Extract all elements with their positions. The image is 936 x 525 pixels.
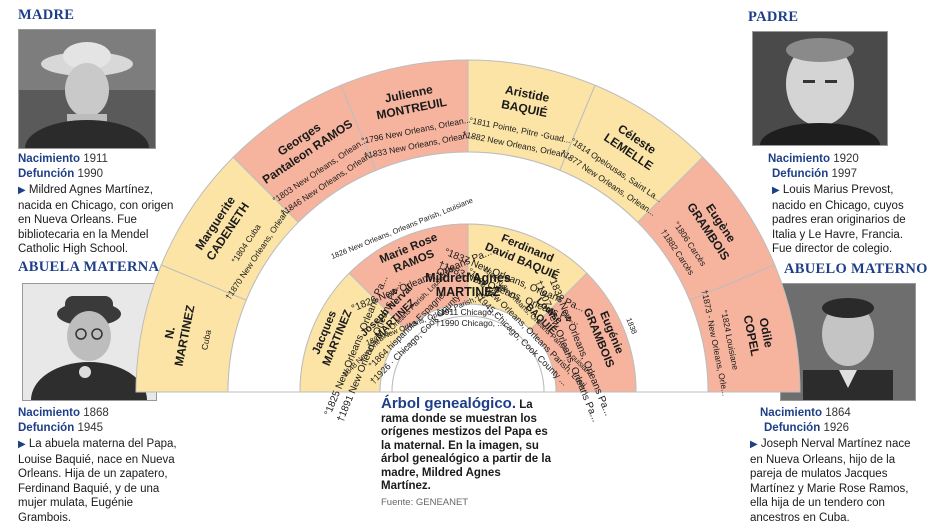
- madre-death-year: 1990: [77, 167, 104, 180]
- bullet-triangle-icon: ▶: [18, 439, 26, 450]
- padre-birth-label: Nacimiento: [768, 153, 830, 165]
- padre-portrait-illustration: [753, 32, 887, 145]
- center-birth: °1911 Chicago, ...: [436, 307, 503, 317]
- abuelo-death-label: Defunción: [764, 421, 821, 434]
- madre-heading: MADRE: [18, 7, 75, 23]
- abuelo-heading: ABUELO MATERNO: [784, 261, 928, 277]
- abuelo-death-year: 1926: [823, 421, 850, 434]
- abuelo-portrait-illustration: [781, 284, 915, 400]
- madre-photo: [18, 29, 156, 149]
- abuela-death-year: 1945: [77, 421, 104, 434]
- abuelo-photo: [780, 283, 916, 401]
- outer-0-line-0: N.: [162, 325, 178, 340]
- abuela-panel: ABUELA MATERNA: [18, 260, 178, 275]
- padre-heading: PADRE: [748, 9, 799, 25]
- abuela-death-label: Defunción: [18, 421, 75, 434]
- caption-source: Fuente: GENEANET: [381, 496, 469, 508]
- madre-portrait-illustration: [19, 30, 155, 148]
- padre-panel: PADRE: [748, 10, 908, 25]
- center-name-last: MARTINEZ: [436, 285, 501, 299]
- abuelo-birth-label: Nacimiento: [760, 407, 822, 419]
- abuela-birth-year: 1868: [83, 407, 109, 419]
- madre-death-label: Defunción: [18, 167, 75, 180]
- center-death: †1990 Chicago, ...: [436, 318, 505, 328]
- padre-death-label: Defunción: [772, 167, 829, 180]
- padre-photo: [752, 31, 888, 146]
- outer-7-line-0: Odile: [756, 317, 776, 349]
- outer-0-line-2: Cuba: [199, 329, 213, 351]
- caption-title: Árbol genealógico.: [381, 395, 517, 412]
- abuelo-birth-year: 1864: [825, 407, 851, 419]
- abuelo-panel: ABUELO MATERNO: [784, 262, 936, 277]
- padre-info: Nacimiento 1920 Defunción 1997 ▶ Louis M…: [752, 152, 922, 257]
- sector-mildred-martinez: [391, 315, 545, 393]
- madre-info: Nacimiento 1911 Defunción 1990 ▶ Mildred…: [18, 152, 178, 257]
- caption: Árbol genealógico. La rama donde se mues…: [381, 395, 553, 509]
- center-name-first: Mildred Agnes: [425, 271, 511, 285]
- madre-birth-label: Nacimiento: [18, 153, 80, 165]
- abuela-heading: ABUELA MATERNA: [18, 259, 160, 275]
- abuela-birth-label: Nacimiento: [18, 407, 80, 419]
- bullet-triangle-icon: ▶: [18, 185, 26, 196]
- bullet-triangle-icon: ▶: [750, 439, 758, 450]
- bullet-triangle-icon: ▶: [772, 185, 780, 196]
- madre-bio: Mildred Agnes Martínez, nacida en Chicag…: [18, 184, 174, 255]
- madre-birth-year: 1911: [83, 153, 108, 165]
- padre-bio: Louis Marius Prevost, nacido en Chicago,…: [772, 184, 906, 255]
- padre-death-year: 1997: [831, 167, 858, 180]
- caption-text: La rama donde se muestran los orígenes m…: [381, 399, 551, 492]
- abuela-portrait-illustration: [23, 284, 156, 400]
- padre-birth-year: 1920: [833, 153, 859, 165]
- madre-panel: MADRE: [18, 8, 178, 23]
